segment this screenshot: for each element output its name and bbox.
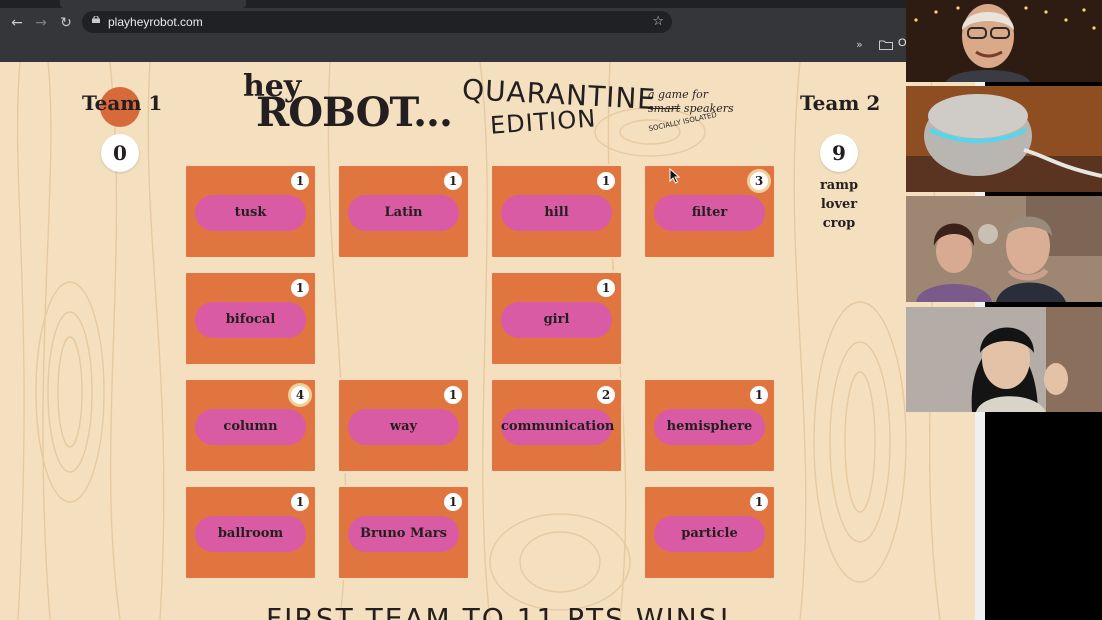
word-pill: hemisphere [654, 409, 765, 445]
points-badge: 1 [750, 386, 768, 404]
word-pill: way [348, 409, 459, 445]
tab-strip [0, 0, 906, 8]
word-pill: particle [654, 516, 765, 552]
word-pill: hill [501, 195, 612, 231]
forward-arrow-icon[interactable]: → [35, 15, 47, 31]
team1-indicator [100, 87, 140, 127]
reload-icon[interactable]: ↻ [60, 15, 72, 31]
word-pill: ballroom [195, 516, 306, 552]
word-pill: Bruno Mars [348, 516, 459, 552]
team2-word: ramp [819, 178, 859, 193]
bookmarks-overflow-button[interactable]: » [856, 38, 863, 51]
empty-panel [985, 412, 1102, 620]
word-pill: tusk [195, 195, 306, 231]
team2-word-list: ramp lover crop [806, 176, 872, 233]
points-badge: 1 [444, 493, 462, 511]
word-card[interactable]: 1 Bruno Mars [337, 485, 470, 580]
browser-toolbar: ← → ↻ playheyrobot.com ☆ » O [0, 0, 907, 62]
active-tab[interactable] [60, 0, 246, 8]
team2-word: lover [820, 197, 858, 212]
points-badge: 1 [597, 279, 615, 297]
team2-score: 9 [820, 134, 858, 172]
word-card[interactable]: 1 girl [490, 271, 623, 366]
bookmark-item-label[interactable]: O [898, 37, 907, 49]
points-badge: 1 [444, 172, 462, 190]
participant-video [906, 307, 1102, 412]
participants-video [906, 196, 1102, 302]
word-card[interactable]: 3 filter [643, 164, 776, 259]
video-tile-participant-4[interactable] [906, 307, 1102, 412]
participant-video [906, 0, 1102, 82]
word-pill: girl [501, 302, 612, 338]
points-badge: 1 [444, 386, 462, 404]
points-badge: 1 [750, 493, 768, 511]
word-pill: Latin [348, 195, 459, 231]
points-badge: 1 [291, 493, 309, 511]
word-card[interactable]: 1 hemisphere [643, 378, 776, 473]
points-badge: 3 [750, 172, 768, 190]
tagline-line2: smart speakers [648, 102, 734, 115]
word-pill: filter [654, 195, 765, 231]
tagline-strike: smart [648, 102, 681, 115]
logo-hey: hey [243, 69, 302, 104]
word-card[interactable]: 1 particle [643, 485, 776, 580]
word-card[interactable]: 1 bifocal [184, 271, 317, 366]
word-pill: column [195, 409, 306, 445]
points-badge: 2 [597, 386, 615, 404]
team2-label: Team 2 [800, 91, 881, 115]
team1-label: Team 1 [82, 91, 163, 115]
tagline-line1: a game for [648, 88, 709, 101]
team2-word: crop [822, 216, 856, 231]
points-badge: 1 [597, 172, 615, 190]
word-pill: bifocal [195, 302, 306, 338]
word-card[interactable]: 1 Latin [337, 164, 470, 259]
word-card[interactable]: 1 way [337, 378, 470, 473]
game-page: Team 1 0 Team 2 9 ramp lover crop hey RO… [0, 62, 975, 620]
word-card[interactable]: 2 communication [490, 378, 623, 473]
team1-score: 0 [101, 134, 139, 172]
word-card[interactable]: 4 column [184, 378, 317, 473]
video-tile-participant-1[interactable] [906, 0, 1102, 82]
cursor-icon [669, 168, 681, 184]
address-bar[interactable]: playheyrobot.com ☆ [82, 11, 672, 33]
back-arrow-icon[interactable]: ← [11, 15, 23, 31]
word-card[interactable]: 1 ballroom [184, 485, 317, 580]
word-card[interactable]: 1 hill [490, 164, 623, 259]
logo-robot: ROBOT... [256, 89, 453, 136]
video-tile-participants-2-3[interactable] [906, 196, 1102, 302]
win-condition-banner: FIRST TEAM TO 11 PTS WINS! [266, 602, 732, 620]
url-text: playheyrobot.com [108, 15, 203, 29]
points-badge: 4 [291, 386, 309, 404]
word-card[interactable]: 1 tusk [184, 164, 317, 259]
word-pill: communication [501, 409, 614, 445]
video-tile-smart-speaker[interactable] [906, 86, 1102, 192]
folder-icon[interactable] [879, 40, 893, 50]
smart-speaker-video [906, 86, 1102, 192]
lock-icon [92, 16, 100, 23]
points-badge: 1 [291, 279, 309, 297]
points-badge: 1 [291, 172, 309, 190]
star-icon[interactable]: ☆ [652, 14, 664, 29]
tagline-speakers: speakers [683, 102, 734, 115]
